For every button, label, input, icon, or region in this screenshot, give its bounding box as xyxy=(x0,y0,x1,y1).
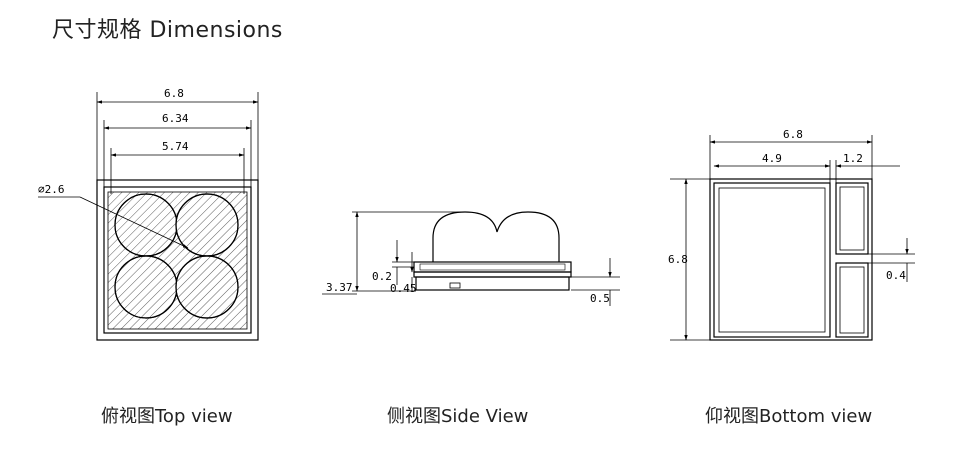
dim-bottom-width: 6.8 xyxy=(783,128,803,141)
dim-inner-width: 5.74 xyxy=(162,140,189,153)
dim-outer-width: 6.8 xyxy=(164,87,184,100)
dim-large-pad-width: 4.9 xyxy=(762,152,782,165)
top-view-caption: 俯视图Top view xyxy=(101,406,233,427)
bottom-large-pad xyxy=(713,182,831,338)
page-title: 尺寸规格 Dimensions xyxy=(52,18,283,43)
lens-dome xyxy=(432,211,560,262)
top-view xyxy=(38,92,259,341)
dim-substrate-offset: 0.45 xyxy=(390,282,417,295)
dim-lens-diameter: ∅2.6 xyxy=(38,183,65,196)
lens-circle-hatch xyxy=(175,255,239,319)
lens-circle-hatch xyxy=(114,193,178,257)
bottom-small-pad xyxy=(835,182,869,255)
top-view-body xyxy=(96,179,259,341)
bottom-view-body xyxy=(709,178,873,341)
side-base xyxy=(415,276,570,291)
lens-circle-hatch xyxy=(114,255,178,319)
dim-small-pad-width: 1.2 xyxy=(843,152,863,165)
top-view-inner-frame xyxy=(103,186,252,334)
side-view-caption: 侧视图Side View xyxy=(387,406,529,427)
side-top-plate xyxy=(413,261,572,273)
bottom-small-pad xyxy=(835,262,869,338)
dim-plate-thickness: 0.2 xyxy=(372,270,392,283)
dim-pad-gap: 0.4 xyxy=(886,269,906,282)
dim-total-height: 3.37 xyxy=(326,281,353,294)
bottom-view xyxy=(670,135,915,341)
side-view xyxy=(322,211,620,306)
dim-base-thickness: 0.5 xyxy=(590,292,610,305)
dim-bottom-height: 6.8 xyxy=(668,253,688,266)
side-substrate xyxy=(413,271,572,278)
bottom-view-caption: 仰视图Bottom view xyxy=(705,406,873,427)
dim-mid-width: 6.34 xyxy=(162,112,189,125)
